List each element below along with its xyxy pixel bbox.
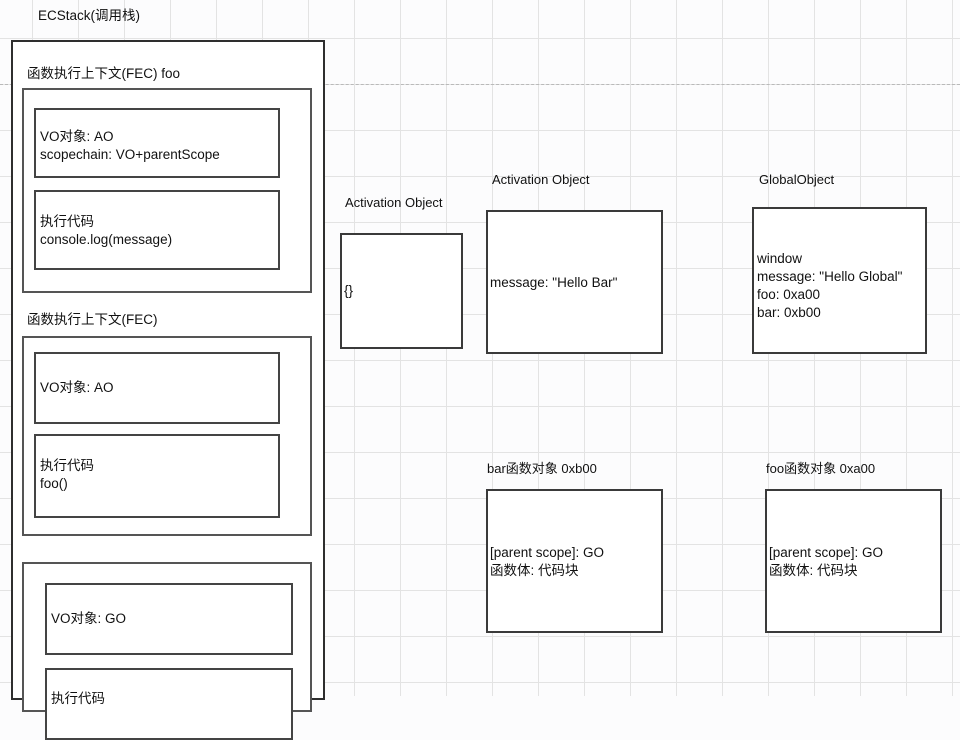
fec-foo-vo-slot	[34, 108, 280, 178]
ecstack-label: ECStack(调用栈)	[38, 8, 141, 23]
foo-function-object-caption: foo函数对象 0xa00	[766, 461, 876, 476]
activation-object-bar-box	[486, 210, 663, 354]
gec-vo-slot	[45, 583, 293, 655]
bar-function-object-box	[486, 489, 663, 633]
bar-function-object-body: [parent scope]: GO 函数体: 代码块	[490, 545, 605, 578]
fec-foo-vo-text: VO对象: AO scopechain: VO+parentScope	[40, 129, 220, 162]
fec-foo-code-text: 执行代码 console.log(message)	[40, 214, 173, 247]
bar-function-object-caption: bar函数对象 0xb00	[487, 461, 597, 476]
global-object-caption: GlobalObject	[759, 172, 835, 187]
foo-function-object-box	[765, 489, 942, 633]
global-object-box	[752, 207, 927, 354]
fec-title-foo: 函数执行上下文(FEC) foo	[27, 66, 181, 81]
activation-object-empty-body: {}	[344, 283, 354, 298]
fec-caller-code-slot	[34, 434, 280, 518]
global-object-body: window message: "Hello Global" foo: 0xa0…	[757, 251, 903, 320]
activation-object-bar-body: message: "Hello Bar"	[490, 275, 618, 290]
fec-caller-code-text: 执行代码 foo()	[40, 458, 94, 491]
gec-code-text: 执行代码	[51, 691, 105, 706]
foo-function-object-body: [parent scope]: GO 函数体: 代码块	[769, 545, 884, 578]
fec-foo-code-slot	[34, 190, 280, 270]
gec-vo-text: VO对象: GO	[51, 611, 127, 626]
fec-caller-vo-slot	[34, 352, 280, 424]
fec-title-global-caller: 函数执行上下文(FEC)	[27, 312, 158, 327]
fec-caller-vo-text: VO对象: AO	[40, 380, 114, 395]
activation-object-bar-caption: Activation Object	[492, 172, 590, 187]
activation-object-empty-caption: Activation Object	[345, 195, 443, 210]
activation-object-empty-box	[340, 233, 463, 349]
